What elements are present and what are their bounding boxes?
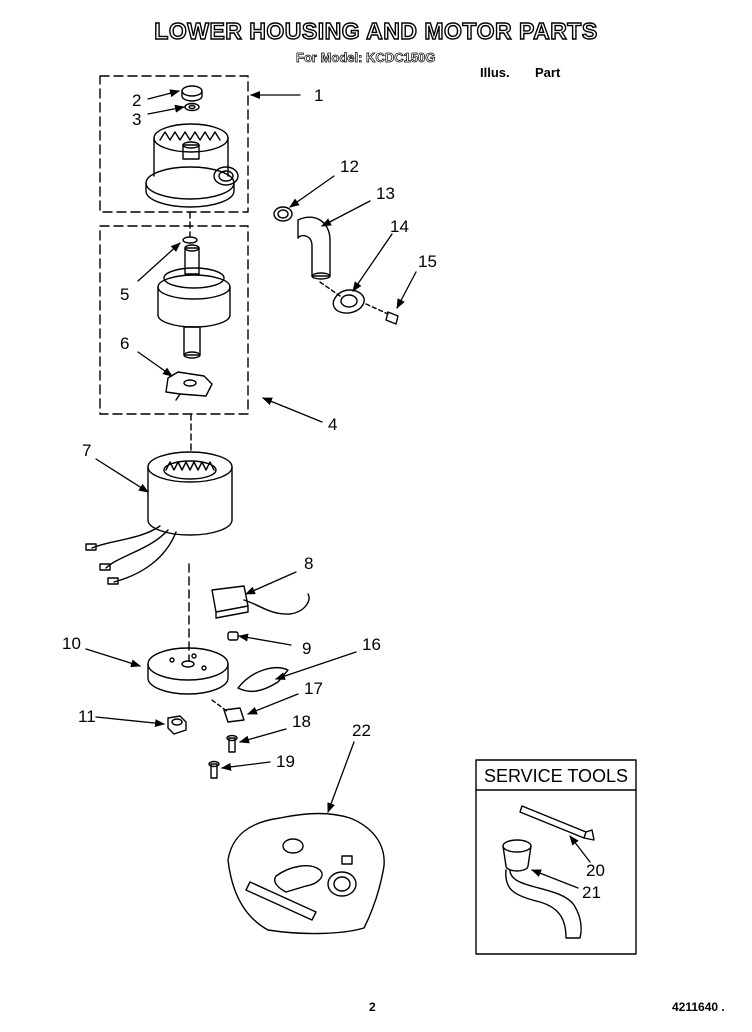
callout-12: 12 <box>340 157 359 176</box>
assembly-box-upper <box>99 75 249 213</box>
callout-9: 9 <box>302 639 311 658</box>
callout-5: 5 <box>120 285 129 304</box>
nut-part-11 <box>167 715 187 735</box>
column-header-illus: Illus. <box>480 65 510 80</box>
page-number: 2 <box>369 1000 376 1014</box>
gasket-part-14 <box>332 289 365 314</box>
switch-part-8 <box>211 585 310 619</box>
connector-part-9 <box>227 631 239 641</box>
rotor-part-5 <box>157 236 231 359</box>
callout-2: 2 <box>132 91 141 110</box>
wrench-part-20 <box>519 805 595 841</box>
stator-part-7 <box>85 451 233 585</box>
pad-part-17 <box>223 707 245 723</box>
hose-part-13 <box>297 216 331 280</box>
diagram-title: LOWER HOUSING AND MOTOR PARTS <box>154 17 598 44</box>
ring-part-3 <box>184 102 200 112</box>
screw-part-15 <box>385 311 399 325</box>
document-number: 4211640 . <box>672 1000 725 1014</box>
callout-10: 10 <box>62 634 81 653</box>
end-bell-part-10 <box>147 647 229 695</box>
callout-labels: 1 2 3 4 5 6 7 8 9 10 11 12 13 14 15 16 1… <box>62 86 605 902</box>
clamp-part-12 <box>273 206 293 222</box>
callout-21: 21 <box>582 883 601 902</box>
callout-1: 1 <box>314 86 323 105</box>
callout-22: 22 <box>352 721 371 740</box>
model-line: For Model: KCDC150G <box>296 50 436 66</box>
callout-6: 6 <box>120 334 129 353</box>
lower-housing-part-1 <box>145 123 239 208</box>
callout-19: 19 <box>276 752 295 771</box>
callout-11: 11 <box>78 707 96 726</box>
assembly-box-lower <box>99 225 249 415</box>
service-tools-title: SERVICE TOOLS <box>484 766 628 786</box>
washer-part-2 <box>181 85 203 102</box>
callout-20: 20 <box>586 861 605 880</box>
callout-18: 18 <box>292 712 311 731</box>
bracket-part-6 <box>165 371 213 401</box>
parts-bag-part-22 <box>227 812 385 935</box>
screw-part-19 <box>208 760 220 779</box>
screw-part-18 <box>226 734 238 753</box>
callout-8: 8 <box>304 554 313 573</box>
callout-7: 7 <box>82 441 91 460</box>
callout-14: 14 <box>390 217 409 236</box>
callout-15: 15 <box>418 252 437 271</box>
shield-part-16 <box>237 667 289 693</box>
column-header-part: Part <box>535 65 561 80</box>
hose-tool-part-21 <box>502 839 582 939</box>
service-tools-box: SERVICE TOOLS <box>475 759 637 955</box>
callout-4: 4 <box>328 415 337 434</box>
callout-13: 13 <box>376 184 395 203</box>
callout-16: 16 <box>362 635 381 654</box>
callout-17: 17 <box>304 679 323 698</box>
leader-arrows <box>85 89 591 889</box>
callout-3: 3 <box>132 110 141 129</box>
